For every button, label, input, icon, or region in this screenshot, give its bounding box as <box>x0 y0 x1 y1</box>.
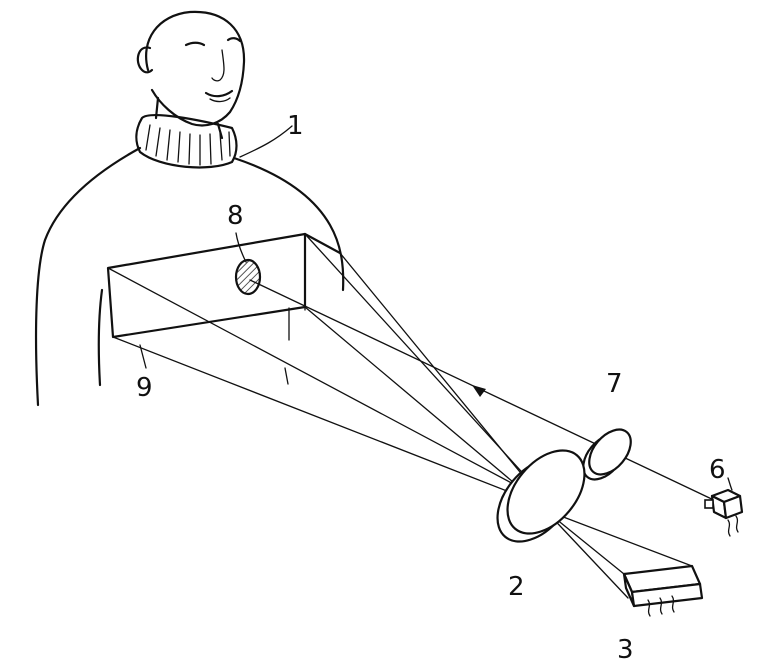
return-beam <box>249 279 719 503</box>
label-spot: 8 <box>227 201 244 231</box>
label-mirror: 2 <box>508 572 525 602</box>
label-source: 3 <box>617 635 634 665</box>
label-person: 1 <box>287 111 304 141</box>
light-source <box>622 564 704 617</box>
label-camera: 6 <box>709 455 726 485</box>
target-spot <box>234 258 262 296</box>
spot-leader <box>235 232 247 263</box>
mirror <box>496 449 586 543</box>
beam-arrow <box>472 385 486 397</box>
person-figure <box>34 10 345 407</box>
label-lens: 7 <box>606 369 623 399</box>
light-rays <box>107 233 541 501</box>
lens <box>582 428 632 481</box>
camera <box>704 477 744 537</box>
projection-field <box>106 232 342 385</box>
label-field: 9 <box>136 373 153 403</box>
